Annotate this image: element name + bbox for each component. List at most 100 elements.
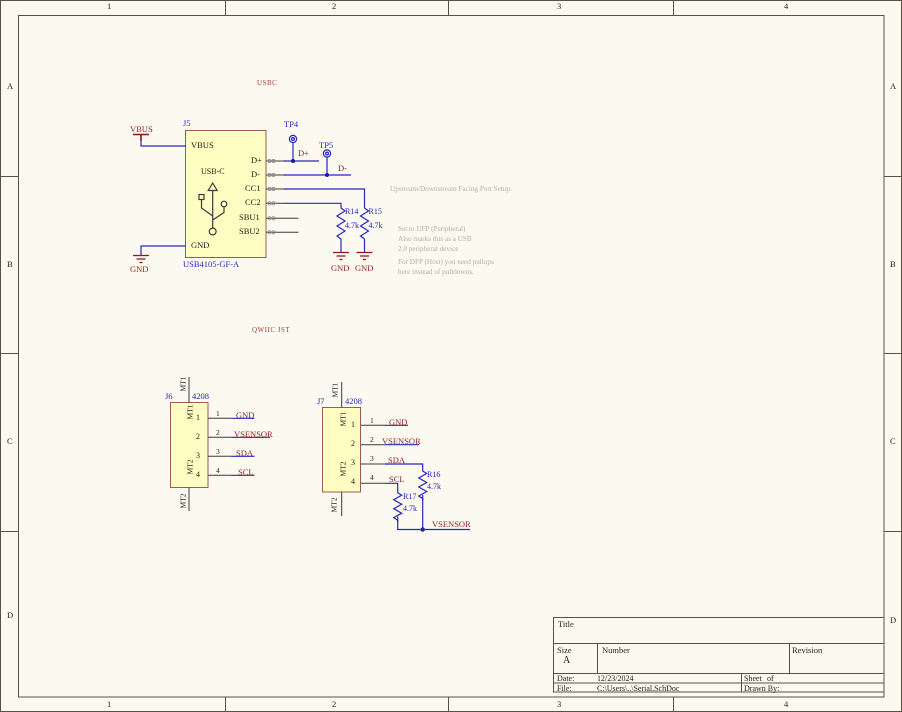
resistor-r14[interactable] — [335, 206, 347, 243]
usb-section-label[interactable]: USBC — [257, 79, 278, 87]
r14-designator[interactable]: R14 — [345, 207, 359, 216]
net-label-dp[interactable]: D+ — [298, 148, 309, 158]
title-block-file-label: File: — [557, 683, 572, 693]
usbc-connector-body[interactable] — [185, 130, 267, 258]
note-heading[interactable]: Upstream/Downstream Facing Port Setup: — [390, 185, 512, 193]
qwiic-section-label[interactable]: QWIIC JST — [252, 326, 291, 334]
net-label[interactable]: SDA — [236, 448, 254, 458]
j7-pin-name: 4 — [351, 477, 355, 486]
net-label[interactable]: SCL — [389, 474, 405, 484]
grid-col-label: 3 — [557, 699, 562, 709]
grid-col-label: 4 — [784, 1, 789, 11]
j5-comment[interactable]: USB4105-GF-A — [183, 259, 240, 269]
j5-type-label: USB-C — [201, 167, 225, 176]
j6-pin-number: 1 — [216, 409, 220, 418]
tp5-designator[interactable]: TP5 — [319, 140, 334, 150]
title-block-of-label: of — [767, 674, 774, 683]
resistor-r16[interactable] — [417, 470, 428, 500]
title-block-size-label: Size — [557, 645, 572, 655]
r15-gnd-label[interactable]: GND — [355, 263, 374, 273]
grid-col-label: 2 — [332, 1, 337, 11]
note-line[interactable]: Also marks this as a USB — [398, 235, 472, 243]
net-label[interactable]: SCL — [238, 467, 254, 477]
title-block-file-value[interactable]: C:\Users\..\Serial.SchDoc — [597, 683, 680, 693]
j6-mt2-pin-designator: MT2 — [178, 493, 188, 509]
r14-value[interactable]: 4.7k — [345, 221, 359, 230]
j6-designator[interactable]: J6 — [165, 391, 173, 401]
note-line[interactable]: here instead of pulldowns. — [398, 268, 474, 276]
j6-mt2-pin-name: MT2 — [185, 459, 195, 475]
grid-col-label: 1 — [107, 699, 112, 709]
net-label[interactable]: GND — [236, 410, 255, 420]
grid-row-label: B — [7, 259, 13, 269]
tp4-designator[interactable]: TP4 — [284, 119, 299, 129]
j6-connector-body[interactable] — [170, 402, 209, 488]
grid-col-label: 3 — [557, 1, 562, 11]
r15-value[interactable]: 4.7k — [368, 221, 383, 230]
j5-pin-name-dm: D- — [251, 169, 260, 179]
note-line[interactable]: 2.0 peripheral device — [398, 245, 459, 253]
note-line[interactable]: For DFP (Host) you need pullups — [398, 258, 494, 266]
j7-designator[interactable]: J7 — [317, 396, 325, 406]
grid-row-label: A — [7, 81, 14, 91]
j5-pin-name-sbu2: SBU2 — [239, 226, 260, 236]
grid-col-label: 1 — [107, 1, 112, 11]
gnd-symbol[interactable] — [356, 251, 373, 261]
note-line[interactable]: Set to UFP (Peripheral) — [398, 225, 466, 233]
title-block-title-label[interactable]: Title — [558, 619, 574, 629]
net-label-dm[interactable]: D- — [338, 163, 347, 173]
r17-value[interactable]: 4.7k — [403, 504, 417, 513]
j6-pin-name: 4 — [196, 470, 200, 479]
grid-row-label: A — [890, 81, 897, 91]
testpoint-tp5[interactable] — [322, 149, 332, 158]
j7-pin-number: 3 — [370, 454, 374, 463]
r16-designator[interactable]: R16 — [427, 470, 441, 479]
j5-pin-name-cc2: CC2 — [245, 197, 261, 207]
j5-pin-name-sbu1: SBU1 — [239, 212, 260, 222]
j6-comment[interactable]: 4208 — [192, 391, 209, 401]
j7-connector-body[interactable] — [322, 407, 361, 493]
title-block-date-label: Date: — [557, 674, 575, 683]
net-label[interactable]: VSENSOR — [234, 429, 273, 439]
j7-pin-name: 3 — [351, 458, 355, 467]
j7-mt1-pin-name: MT1 — [338, 411, 348, 427]
j6-pin-name: 3 — [196, 451, 200, 460]
j6-pins[interactable] — [188, 377, 232, 511]
resistor-r15[interactable] — [359, 206, 370, 243]
title-block-revision-label: Revision — [792, 645, 823, 655]
testpoint-tp4[interactable] — [288, 134, 298, 144]
net-label[interactable]: VSENSOR — [382, 436, 421, 446]
vbus-power-label[interactable]: VBUS — [130, 124, 153, 134]
j7-pin-number: 1 — [370, 416, 374, 425]
title-block-size-value[interactable]: A — [563, 655, 571, 666]
vbus-power-port[interactable] — [133, 133, 149, 142]
title-block-date-value[interactable]: 12/23/2024 — [597, 674, 634, 683]
grid-col-label: 2 — [332, 699, 337, 709]
net-label[interactable]: GND — [389, 417, 408, 427]
net-label[interactable]: SDA — [388, 455, 406, 465]
j7-comment[interactable]: 4208 — [345, 396, 362, 406]
usbc-pins[interactable] — [266, 160, 299, 233]
j7-mt2-pin-designator: MT2 — [329, 497, 339, 513]
r14-gnd-label[interactable]: GND — [331, 263, 350, 273]
resistor-r17[interactable] — [392, 491, 403, 522]
j7-pins[interactable] — [341, 382, 385, 516]
usb-trident-icon — [198, 181, 228, 236]
j6-net-wires[interactable] — [231, 417, 271, 476]
j5-designator[interactable]: J5 — [183, 118, 191, 128]
title-block-number-label: Number — [602, 645, 630, 655]
grid-row-label: C — [7, 436, 13, 446]
title-block-grid — [553, 617, 884, 693]
j5-pin-name-gnd: GND — [191, 240, 210, 250]
gnd-power-label[interactable]: GND — [130, 264, 149, 274]
net-label-vsensor[interactable]: VSENSOR — [432, 519, 471, 529]
title-block-sheet-label: Sheet — [744, 674, 762, 683]
r16-value[interactable]: 4.7k — [427, 482, 441, 491]
gnd-symbol[interactable] — [133, 254, 149, 264]
gnd-symbol[interactable] — [333, 251, 349, 261]
r17-designator[interactable]: R17 — [403, 492, 417, 501]
r15-designator[interactable]: R15 — [368, 207, 382, 216]
j5-pin-name-vbus: VBUS — [191, 140, 214, 150]
j7-net-wires[interactable] — [385, 424, 470, 531]
